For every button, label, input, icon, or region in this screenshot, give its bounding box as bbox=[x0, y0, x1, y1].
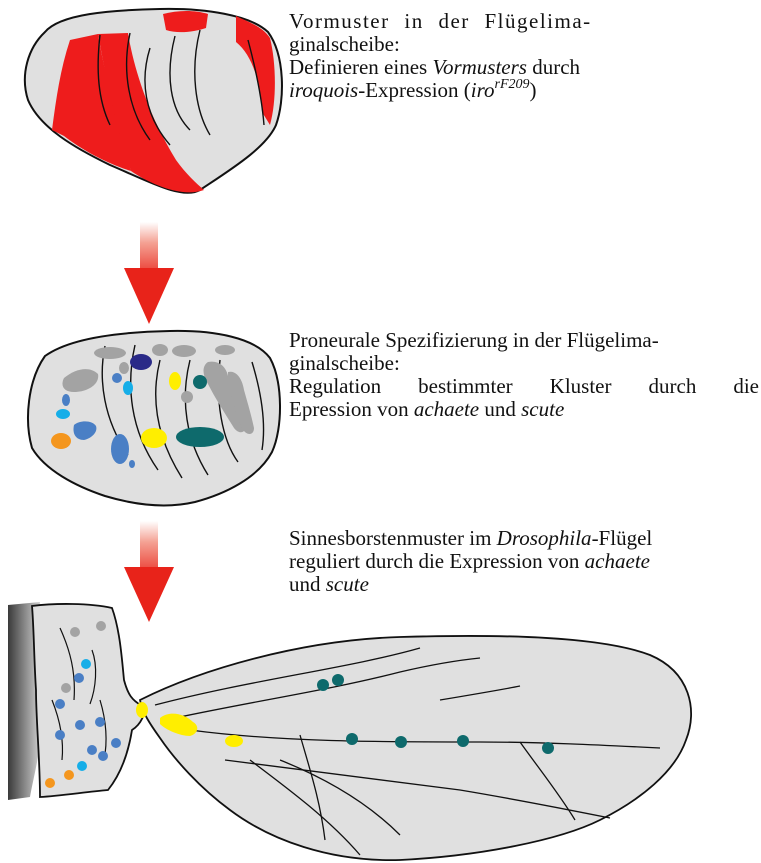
bristle-mid-blue bbox=[55, 730, 65, 740]
stage1-caption: Vormuster in der Flügelima- ginalscheibe… bbox=[289, 10, 759, 102]
stage3-line3: und scute bbox=[289, 573, 759, 596]
gene-scute: scute bbox=[521, 397, 564, 421]
bristle-grey bbox=[96, 621, 106, 631]
cluster-mid-blue bbox=[129, 460, 135, 468]
bristle-mid-blue bbox=[55, 699, 65, 709]
bristle-teal bbox=[346, 733, 358, 745]
bristle-light-blue bbox=[77, 761, 87, 771]
bristle-mid-blue bbox=[87, 745, 97, 755]
bristle-teal bbox=[332, 674, 344, 686]
gene-scute: scute bbox=[326, 572, 369, 596]
bristle-orange bbox=[64, 770, 74, 780]
cluster-orange bbox=[51, 433, 71, 449]
stage2-title-line1: Proneurale Spezifizierung in der Flügeli… bbox=[289, 329, 759, 352]
cluster-mid-blue bbox=[62, 394, 70, 406]
cluster-light-blue bbox=[123, 381, 133, 395]
cluster-yellow bbox=[141, 428, 167, 448]
cluster-grey bbox=[181, 391, 193, 403]
wing-hinge bbox=[32, 604, 144, 797]
allele-name: iro bbox=[471, 78, 495, 102]
bristle-light-blue bbox=[81, 659, 91, 669]
allele-superscript: rF209 bbox=[495, 77, 530, 92]
bristle-yellow bbox=[136, 702, 148, 718]
conjunction: und bbox=[479, 397, 521, 421]
expression-text: -Expression ( bbox=[358, 78, 471, 102]
stage1-expression-line: iroquois-Expression (irorF209) bbox=[289, 79, 759, 102]
bristle-mid-blue bbox=[111, 738, 121, 748]
gene-achaete: achaete bbox=[414, 397, 479, 421]
gene-achaete: achaete bbox=[585, 549, 650, 573]
close-paren: ) bbox=[530, 78, 537, 102]
line2-prefix: reguliert durch die Expression von bbox=[289, 549, 585, 573]
bristle-mid-blue bbox=[95, 717, 105, 727]
stage2-desc-line1: Regulation bestimmter Kluster durch die bbox=[289, 375, 759, 398]
cluster-navy bbox=[130, 354, 152, 370]
arrow-head bbox=[124, 268, 174, 324]
gene-iroquois: iroquois bbox=[289, 78, 358, 102]
stage2-desc-line2: Epression von achaete und scute bbox=[289, 398, 759, 421]
stage3-line1: Sinnesborstenmuster im Drosophila-Flügel bbox=[289, 527, 759, 550]
line1-prefix: Sinnesborstenmuster im bbox=[289, 526, 497, 550]
cluster-mid-blue bbox=[112, 373, 122, 383]
prepattern-term: Vormusters bbox=[432, 55, 527, 79]
bristle-teal bbox=[317, 679, 329, 691]
bristle-yellow bbox=[225, 735, 243, 747]
cluster-teal bbox=[193, 375, 207, 389]
stage1-description: Definieren eines Vormusters durch bbox=[289, 56, 759, 79]
arrow-head bbox=[124, 567, 174, 622]
stage1-title-line1: Vormuster in der Flügelima- bbox=[289, 10, 759, 33]
stage-arrow-2 bbox=[124, 521, 174, 622]
stage1-title-line2: ginalscheibe: bbox=[289, 33, 759, 56]
bristle-teal bbox=[457, 735, 469, 747]
cluster-grey bbox=[152, 344, 168, 356]
stage3-caption: Sinnesborstenmuster im Drosophila-Flügel… bbox=[289, 527, 759, 596]
organism-name: Drosophila bbox=[497, 526, 592, 550]
cluster-grey bbox=[172, 345, 196, 357]
line1-suffix: -Flügel bbox=[592, 526, 653, 550]
bristle-mid-blue bbox=[98, 751, 108, 761]
bristle-grey bbox=[61, 683, 71, 693]
stage2-caption: Proneurale Spezifizierung in der Flügeli… bbox=[289, 329, 759, 421]
cluster-yellow bbox=[169, 372, 181, 390]
adult-wing bbox=[8, 602, 691, 860]
desc-prefix: Epression von bbox=[289, 397, 414, 421]
bristle-teal bbox=[542, 742, 554, 754]
bristle-orange bbox=[45, 778, 55, 788]
desc-suffix: durch bbox=[527, 55, 580, 79]
wing-blade bbox=[140, 636, 691, 860]
cluster-grey bbox=[215, 345, 235, 355]
stage-arrow-1 bbox=[124, 222, 174, 324]
stage2-title-line2: ginalscheibe: bbox=[289, 352, 759, 375]
desc-prefix: Definieren eines bbox=[289, 55, 432, 79]
stage3-line2: reguliert durch die Expression von achae… bbox=[289, 550, 759, 573]
line3-conj: und bbox=[289, 572, 326, 596]
bristle-grey bbox=[70, 627, 80, 637]
imaginal-disc-prepattern bbox=[25, 9, 282, 193]
cluster-grey bbox=[119, 362, 129, 374]
cluster-teal-large bbox=[176, 427, 224, 447]
cluster-grey bbox=[94, 347, 126, 359]
imaginal-disc-proneural bbox=[28, 331, 280, 506]
iro-domain-top bbox=[163, 11, 208, 32]
cluster-mid-blue bbox=[111, 434, 129, 464]
cluster-light-blue bbox=[56, 409, 70, 419]
bristle-teal bbox=[395, 736, 407, 748]
bristle-mid-blue bbox=[74, 673, 84, 683]
bristle-mid-blue bbox=[75, 720, 85, 730]
